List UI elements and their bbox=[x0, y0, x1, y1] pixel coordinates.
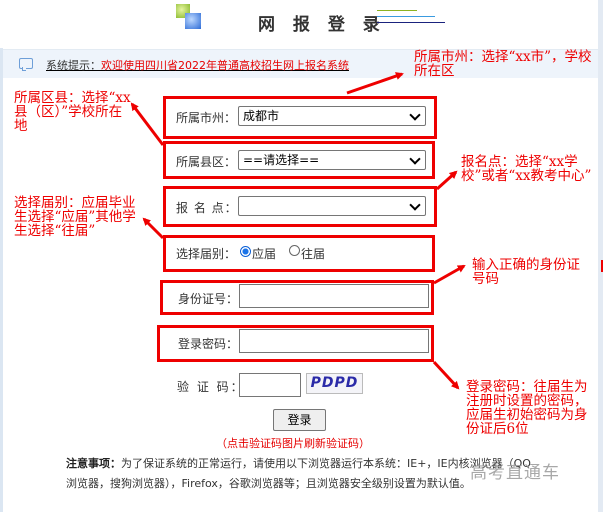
city-select-value: 成都市 bbox=[243, 109, 280, 123]
annotation-box-district bbox=[163, 141, 435, 179]
annotation-district: 所属区县：选择“xx县（区）”学校所在地 bbox=[14, 90, 131, 134]
captcha-image[interactable]: PDPD bbox=[306, 373, 363, 394]
annotation-grad-type: 选择届别：应届毕业生选择“应届”其他学生选择“往届” bbox=[14, 195, 136, 239]
radio-past-grad[interactable] bbox=[289, 245, 300, 256]
usage-notes: 注意事项：为了保证系统的正常运行，请使用以下浏览器运行本系统：IE+，IE内核浏… bbox=[66, 454, 536, 494]
radio-current-grad[interactable] bbox=[240, 246, 251, 257]
password-input[interactable] bbox=[239, 329, 429, 353]
watermark: 高考直通车 bbox=[470, 463, 560, 483]
decorative-lines bbox=[377, 10, 445, 28]
speech-bubble-icon bbox=[19, 58, 33, 71]
district-select-value: ==请选择== bbox=[243, 153, 320, 167]
header: 网 报 登 录 bbox=[0, 0, 598, 48]
district-select[interactable]: ==请选择== bbox=[238, 150, 426, 170]
annotation-password: 登录密码：往届生为注册时设置的密码，应届生初始密码为身份证后6位 bbox=[466, 379, 588, 437]
annotation-id-number: 输入正确的身份证号码 bbox=[472, 257, 580, 287]
annotation-box-city bbox=[163, 96, 437, 139]
grad-type-label: 选择届别： bbox=[176, 247, 237, 261]
password-label: 登录密码： bbox=[178, 337, 239, 351]
radio-past-grad-label[interactable]: 往届 bbox=[301, 247, 326, 261]
annotation-box-grad-type bbox=[163, 235, 435, 272]
district-label: 所属县区： bbox=[176, 155, 237, 169]
site-label: 报 名 点： bbox=[176, 201, 238, 215]
notes-text: 为了保证系统的正常运行，请使用以下浏览器运行本系统：IE+，IE内核浏览器（QQ… bbox=[66, 457, 531, 490]
logo-icon bbox=[176, 4, 204, 30]
system-notice-bar: 系统提示：欢迎使用四川省2022年普通高校招生网上报名系统 bbox=[3, 49, 598, 78]
notice-message: 欢迎使用四川省2022年普通高校招生网上报名系统 bbox=[101, 59, 349, 72]
captcha-input[interactable] bbox=[239, 373, 301, 397]
id-number-label: 身份证号： bbox=[178, 292, 239, 306]
page-scrollbar-track[interactable] bbox=[598, 0, 603, 512]
city-label: 所属市州： bbox=[176, 111, 237, 125]
login-button[interactable]: 登录 bbox=[273, 409, 326, 431]
captcha-refresh-hint: （点击验证码图片刷新验证码） bbox=[216, 437, 370, 450]
page-left-border bbox=[0, 0, 3, 512]
annotation-box-id-number bbox=[160, 280, 434, 315]
id-number-input[interactable] bbox=[239, 284, 429, 308]
site-select[interactable] bbox=[238, 196, 426, 216]
radio-current-grad-label[interactable]: 应届 bbox=[252, 247, 277, 261]
notice-label: 系统提示： bbox=[46, 59, 101, 72]
system-notice-link[interactable]: 系统提示：欢迎使用四川省2022年普通高校招生网上报名系统 bbox=[46, 57, 349, 73]
page-title: 网 报 登 录 bbox=[258, 15, 386, 35]
notes-title: 注意事项： bbox=[66, 457, 121, 470]
captcha-label: 验 证 码： bbox=[177, 380, 245, 394]
annotation-site: 报名点：选择“xx学校”或者“xx教考中心” bbox=[461, 154, 592, 184]
annotation-box-site bbox=[163, 186, 437, 227]
city-select[interactable]: 成都市 bbox=[238, 106, 426, 126]
annotation-city: 所属市州：选择“xx市”，学校所在区 bbox=[414, 49, 592, 79]
red-mark bbox=[601, 260, 603, 272]
annotation-box-password bbox=[157, 325, 434, 362]
